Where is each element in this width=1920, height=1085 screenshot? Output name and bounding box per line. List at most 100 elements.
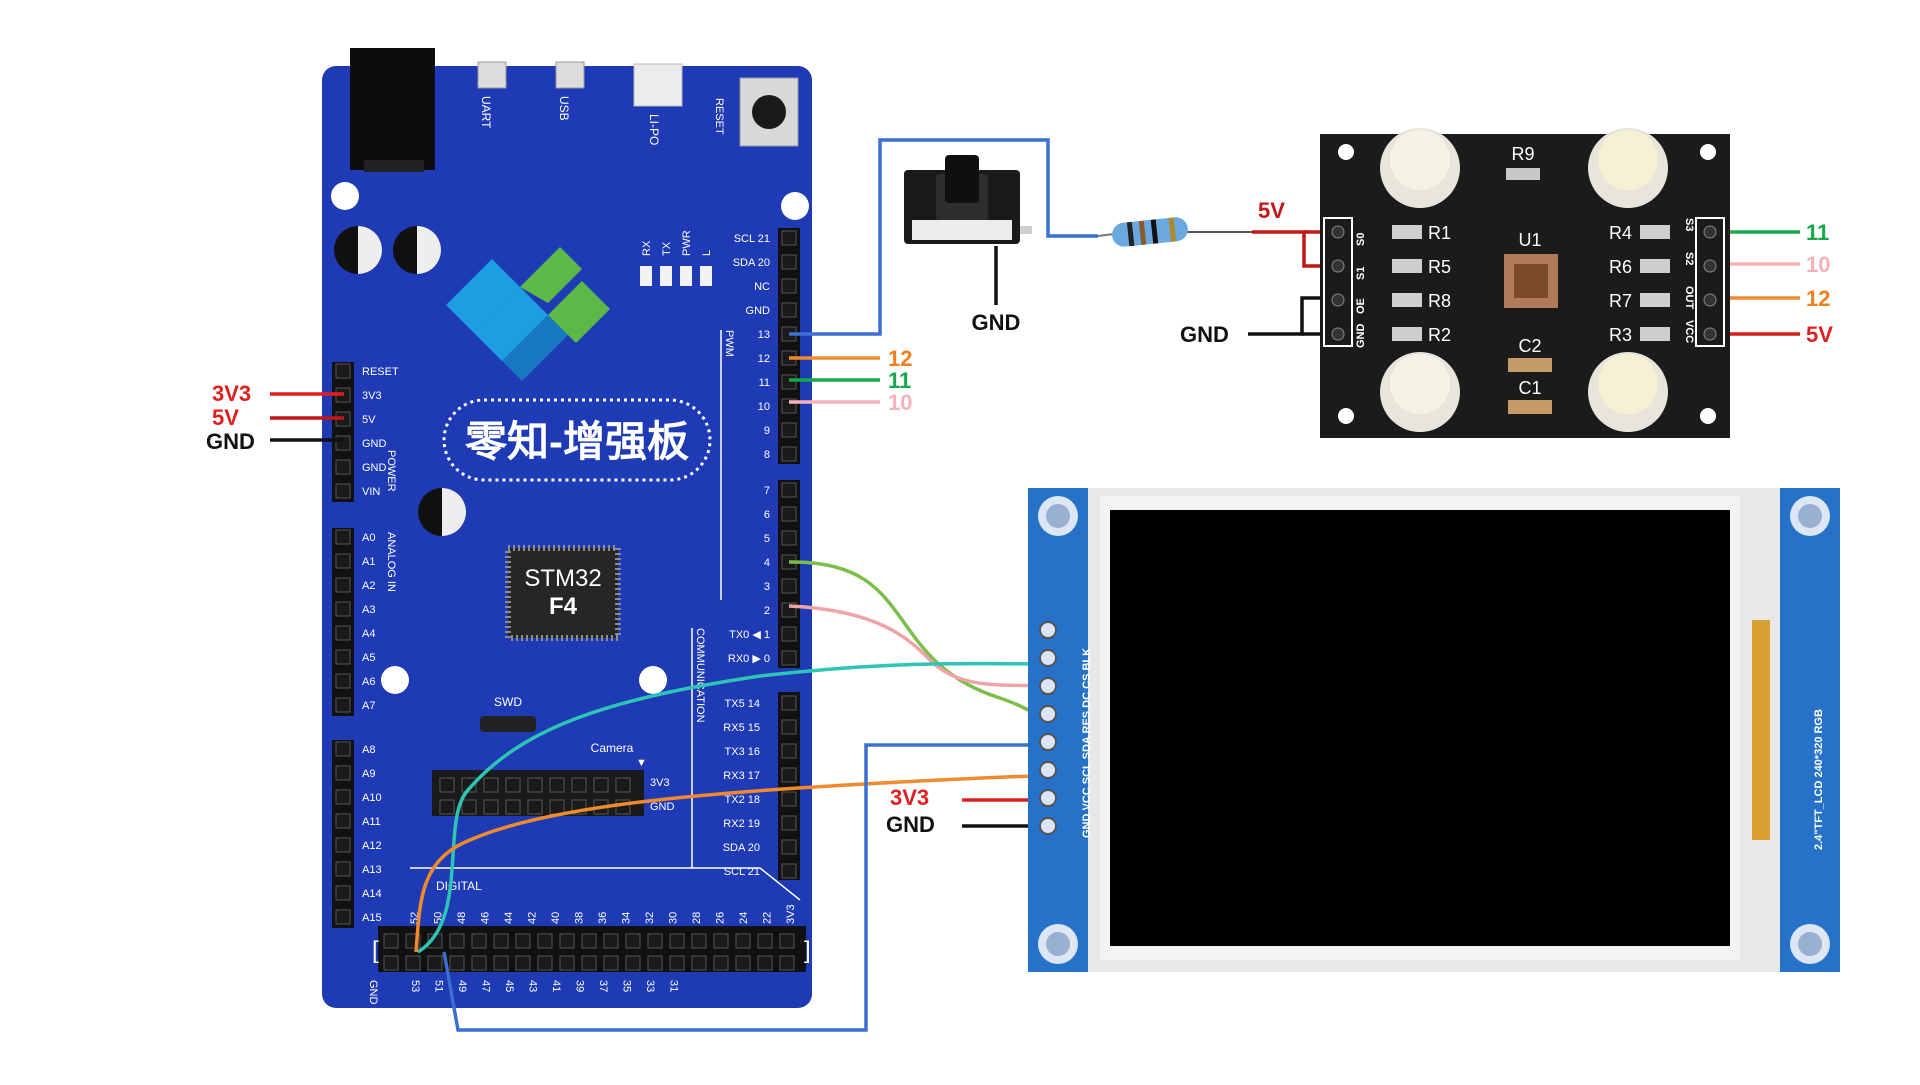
pin-label: 51 [433,980,445,992]
pin-label: A4 [362,628,375,640]
header-pin [439,777,455,793]
pin-label: A15 [362,912,382,924]
pin-label: 3 [764,581,770,593]
resistor-label: R6 [1609,257,1632,277]
pin-label: A8 [362,744,375,756]
pin-label: 28 [691,912,703,924]
header-pin [691,933,707,949]
pin-label: 35 [621,980,633,992]
tft-lcd-module: GND VCC SCL SDA RES DC CS BLK 2.4"TFT_LC… [1028,488,1840,972]
header-pin [527,799,543,815]
pin-label: SCL 21 [724,866,760,878]
usb-port [555,61,585,89]
pin-label: 22 [762,912,774,924]
header-pin [383,955,399,971]
svg-text:[: [ [372,937,379,964]
header-pin [449,955,465,971]
pin-label: A0 [362,532,375,544]
mount-hole [781,192,809,220]
sensor-pin [1703,293,1717,307]
header-pin [335,483,351,499]
analog-header-2 [332,740,354,928]
capacitor [418,488,466,536]
pin-label: A1 [362,556,375,568]
stm32-chip: STM32 F4 [505,545,621,641]
pin-label: A14 [362,888,382,900]
lipo-connector [633,63,683,107]
header-pin [781,254,797,270]
uart-label: UART [479,96,493,129]
pin-label: A2 [362,580,375,592]
pin-label: 5V [362,414,376,426]
header-pin [781,530,797,546]
header-pin [625,933,641,949]
header-pin [669,933,685,949]
pin-label: 7 [764,485,770,497]
pin-label: 11 [759,377,770,389]
header-pin [735,955,751,971]
header-pin [335,861,351,877]
power-header [332,362,354,502]
pin-label: 33 [644,980,656,992]
label-pin-10: 10 [888,390,912,415]
header-pin [603,955,619,971]
header-pin [335,601,351,617]
pin-label: VIN [362,486,380,498]
pin-label: A11 [362,816,381,828]
analog-section-label: ANALOG IN [385,532,397,592]
resistor-label: R1 [1428,223,1451,243]
wire-d2-dc [788,604,1049,688]
header-pin [427,955,443,971]
pin-label: RX2 19 [723,818,760,830]
resistor-label: R3 [1609,325,1632,345]
pin-label: 2 [764,605,770,617]
header-pin [713,955,729,971]
header-pin [335,553,351,569]
r9-label: R9 [1511,144,1534,164]
sensor-pin [1331,327,1345,341]
smd-resistor [1640,225,1670,239]
svg-text:▼: ▼ [636,757,647,769]
header-pin [493,955,509,971]
label-5v: 5V [212,405,239,430]
sensor-label-10: 10 [1806,252,1830,277]
pin-label: GND [362,438,387,450]
header-pin [781,767,797,783]
header-pin [493,933,509,949]
pin-label: A13 [362,864,382,876]
board-logo [446,247,610,381]
zhizero-board: UART USB LI-PO RESET 零知-增强板 [322,48,812,1008]
wire-d4-res [788,560,1049,718]
header-pin [537,933,553,949]
lcd-pin [1039,733,1057,751]
pin-label: TX2 18 [725,794,760,806]
header-pin [515,955,531,971]
header-pin [691,955,707,971]
header-pin [471,933,487,949]
header-pin [779,955,795,971]
resistor-label: R7 [1609,291,1632,311]
lcd-pin [1039,677,1057,695]
pin-label: A7 [362,700,375,712]
header-pin [335,885,351,901]
wire-sda [414,774,1049,953]
sensor-pin-label: OUT [1683,286,1695,310]
header-pin [559,933,575,949]
resistor-label: R8 [1428,291,1451,311]
lipo-label: LI-PO [647,114,661,145]
c2-label: C2 [1518,336,1541,356]
comm-section-label: COMMUNICATION [694,628,706,723]
pin-label: GND [362,462,387,474]
header-pin [713,933,729,949]
pin-label: 4 [764,557,770,569]
smd-resistor [1640,293,1670,307]
status-led [680,266,692,286]
uart-port [477,61,507,89]
board-title: 零知-增强板 [465,418,689,465]
header-pin [781,374,797,390]
pin-label: SCL 21 [734,233,770,245]
